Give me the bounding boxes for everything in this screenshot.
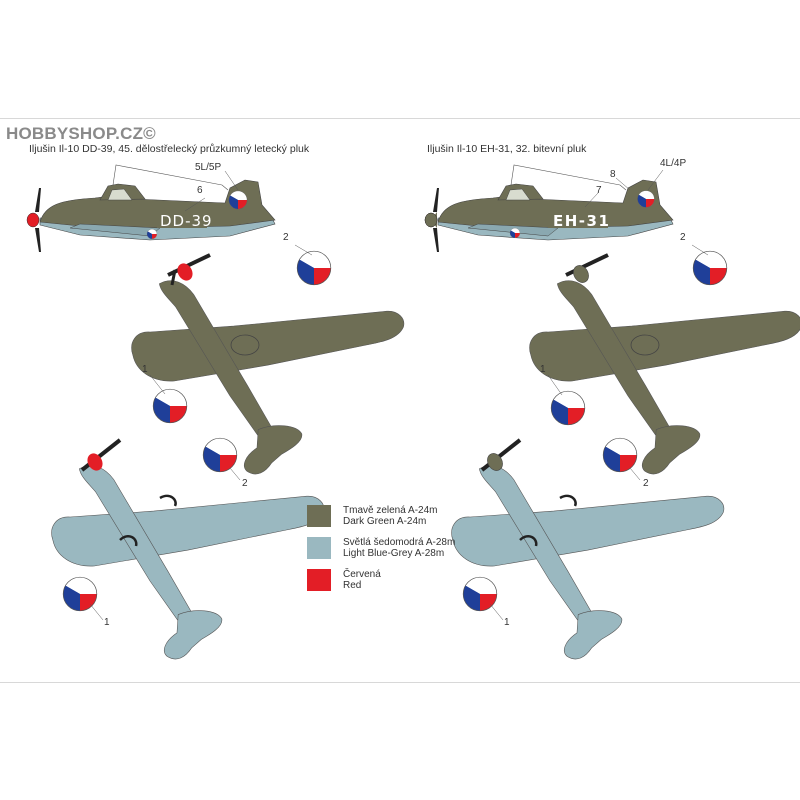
plan-lower-right: 2 1 xyxy=(427,433,727,687)
top-border xyxy=(0,118,800,119)
profile-dd39: DD-39 5L/5P 6 xyxy=(26,162,276,253)
caption-right: Iljušin Il-10 EH-31, 32. bitevní pluk xyxy=(427,143,587,155)
callout-lower-right-1: 1 xyxy=(504,617,510,628)
code-dd39: DD-39 xyxy=(160,212,213,230)
caption-left: Iljušin Il-10 DD-39, 45. dělostřelecký p… xyxy=(29,143,310,155)
code-eh31: EH-31 xyxy=(553,212,610,230)
legend-label-en: Red xyxy=(343,580,362,591)
swatch-dark-green xyxy=(307,505,331,527)
callout-lower-right-2: 2 xyxy=(643,478,649,489)
legend-label-cz: Světlá šedomodrá A-28m xyxy=(343,537,456,548)
watermark: HOBBYSHOP.CZ© xyxy=(6,124,156,143)
callout-upper-left-1: 1 xyxy=(142,364,148,375)
swatch-red xyxy=(307,569,331,591)
callout-upper-left-2: 2 xyxy=(283,232,289,243)
plan-upper-right: 2 1 xyxy=(505,232,800,502)
profile-eh31: EH-31 4L/4P 8 7 xyxy=(424,158,686,253)
callout-6: 6 xyxy=(197,185,203,196)
callout-4l4p: 4L/4P xyxy=(660,158,686,169)
bottom-border xyxy=(0,682,800,683)
legend-label-en: Light Blue-Grey A-28m xyxy=(343,548,445,559)
legend-label-cz: Červená xyxy=(343,569,381,580)
callout-upper-right-1: 1 xyxy=(540,364,546,375)
callout-7: 7 xyxy=(596,185,602,196)
callout-5l5p: 5L/5P xyxy=(195,162,221,173)
swatch-light-blue-grey xyxy=(307,537,331,559)
callout-lower-left-2: 2 xyxy=(242,478,248,489)
plan-lower-left: 2 1 xyxy=(27,433,327,687)
callout-upper-right-2: 2 xyxy=(680,232,686,243)
plan-upper-left: 2 1 xyxy=(107,232,407,502)
callout-8: 8 xyxy=(610,169,616,180)
legend-label-cz: Tmavě zelená A-24m xyxy=(343,505,438,516)
callout-lower-left-1: 1 xyxy=(104,617,110,628)
legend-label-en: Dark Green A-24m xyxy=(343,516,427,527)
